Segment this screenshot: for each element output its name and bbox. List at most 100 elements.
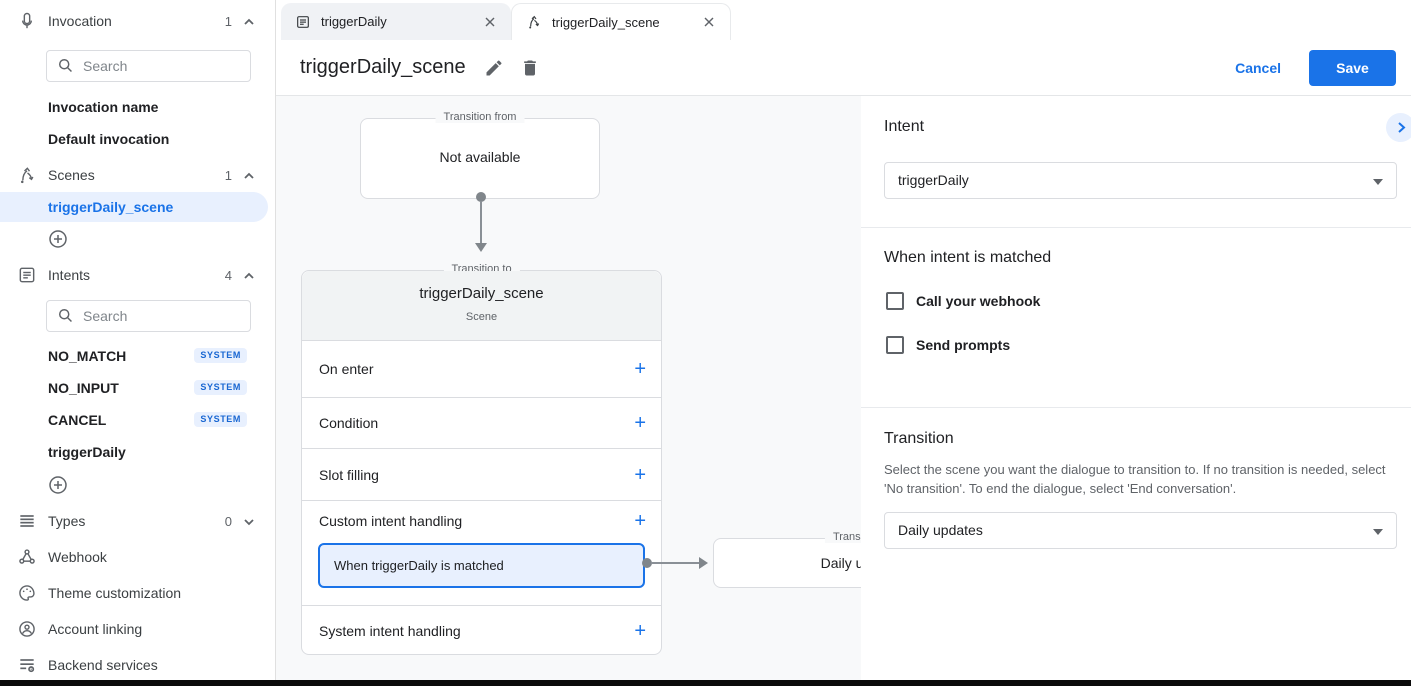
search-icon xyxy=(57,307,74,324)
sidebar-link-label: Backend services xyxy=(48,657,158,673)
add-system-intent-button[interactable]: + xyxy=(634,619,646,642)
intents-search-input[interactable] xyxy=(46,300,251,332)
transition-description: Select the scene you want the dialogue t… xyxy=(884,462,1386,496)
call-webhook-checkbox[interactable] xyxy=(886,292,904,310)
sidebar-item-triggerdaily-intent[interactable]: triggerDaily xyxy=(48,444,126,460)
sidebar-item-invocation-name[interactable]: Invocation name xyxy=(48,99,159,115)
chevron-right-icon xyxy=(1398,122,1406,133)
tab-label: triggerDaily_scene xyxy=(552,14,660,30)
system-badge: SYSTEM xyxy=(194,412,247,427)
connector-line-horizontal xyxy=(651,562,700,564)
chevron-up-icon[interactable] xyxy=(242,15,256,29)
sidebar-section-label: Types xyxy=(48,513,86,529)
intent-detail-panel: Intent triggerDaily When intent is match… xyxy=(861,96,1411,680)
sidebar-item-default-invocation[interactable]: Default invocation xyxy=(48,131,170,147)
tab-label: triggerDaily xyxy=(321,14,387,29)
transition-from-legend: Transition from xyxy=(435,111,525,123)
add-slot-filling-button[interactable]: + xyxy=(634,463,646,486)
tab-triggerdaily[interactable]: triggerDaily xyxy=(281,3,511,40)
sidebar-section-intents[interactable]: Intents 4 xyxy=(0,264,276,288)
destination-scene-box[interactable]: Transition to Daily updates xyxy=(713,531,861,588)
invocation-search-input[interactable] xyxy=(46,50,251,82)
sidebar-item-no-input[interactable]: NO_INPUT xyxy=(48,380,119,396)
checkbox-label: Call your webhook xyxy=(916,293,1041,309)
chevron-up-icon[interactable] xyxy=(242,269,256,283)
sidebar-section-count: 4 xyxy=(224,268,232,283)
selected-intent-handler[interactable]: When triggerDaily is matched xyxy=(318,543,645,588)
bottom-edge-bar xyxy=(0,680,1411,686)
arrow-right-icon xyxy=(699,557,708,569)
transition-from-box: Transition from Not available xyxy=(360,111,600,199)
close-icon[interactable] xyxy=(483,15,497,29)
sidebar-section-label: Invocation xyxy=(48,13,112,29)
system-badge: SYSTEM xyxy=(194,380,247,395)
connector-line-vertical xyxy=(480,201,482,244)
collapse-panel-button[interactable] xyxy=(1386,113,1411,142)
add-on-enter-button[interactable]: + xyxy=(634,358,646,380)
invocation-search xyxy=(46,50,251,82)
transition-select[interactable]: Daily updates xyxy=(884,512,1397,549)
tab-strip: triggerDaily triggerDaily_scene xyxy=(276,0,1411,40)
sidebar-item-theme-customization[interactable]: Theme customization xyxy=(0,582,276,606)
transition-heading: Transition xyxy=(884,430,954,447)
sidebar-item-webhook[interactable]: Webhook xyxy=(0,546,276,570)
when-intent-matched-heading: When intent is matched xyxy=(884,249,1052,266)
transition-from-content: Not available xyxy=(439,149,521,165)
palette-icon xyxy=(17,583,37,603)
send-prompts-checkbox[interactable] xyxy=(886,336,904,354)
chevron-down-icon[interactable] xyxy=(242,515,256,529)
connector-dot xyxy=(476,192,486,202)
scene-row-condition: Condition + xyxy=(302,397,661,448)
intent-list-icon xyxy=(17,265,37,285)
checkbox-label: Send prompts xyxy=(916,337,1011,353)
divider xyxy=(861,407,1411,408)
scene-row-system-intent-handling: System intent handling + xyxy=(302,605,661,655)
sidebar-item-account-linking[interactable]: Account linking xyxy=(0,618,276,642)
scene-card-subtitle: Scene xyxy=(465,311,498,323)
scene-row-on-enter: On enter + xyxy=(302,341,661,397)
sidebar-section-scenes[interactable]: Scenes 1 xyxy=(0,164,276,188)
page-title: triggerDaily_scene xyxy=(300,56,466,78)
intent-select[interactable]: triggerDaily xyxy=(884,162,1397,199)
intent-handler-label: When triggerDaily is matched xyxy=(334,558,504,573)
scene-flow-canvas[interactable]: Transition from Not available Transition… xyxy=(276,96,861,680)
delete-trash-icon[interactable] xyxy=(520,58,540,78)
system-badge: SYSTEM xyxy=(194,348,247,363)
connector-dot xyxy=(642,558,652,568)
chevron-up-icon[interactable] xyxy=(242,169,256,183)
add-scene-button[interactable] xyxy=(48,229,68,249)
scene-card-title: triggerDaily_scene xyxy=(419,285,544,302)
scene-row-label: System intent handling xyxy=(319,622,461,639)
cancel-button[interactable]: Cancel xyxy=(1235,59,1281,76)
sidebar-link-label: Theme customization xyxy=(48,585,182,601)
scene-row-label: On enter xyxy=(319,361,374,377)
tab-triggerdaily-scene[interactable]: triggerDaily_scene xyxy=(511,3,731,40)
destination-legend: Transition to xyxy=(824,531,861,543)
sidebar-section-invocation[interactable]: Invocation 1 xyxy=(0,10,276,34)
divider xyxy=(861,227,1411,228)
scene-row-custom-intent-handling: Custom intent handling + When triggerDai… xyxy=(302,500,661,605)
sidebar-section-count: 1 xyxy=(224,14,232,29)
arrow-down-icon xyxy=(475,243,487,252)
edit-pencil-icon[interactable] xyxy=(484,58,504,78)
add-custom-intent-button[interactable]: + xyxy=(634,510,646,532)
sidebar-item-cancel-intent[interactable]: CANCEL xyxy=(48,412,107,428)
add-condition-button[interactable]: + xyxy=(634,412,646,434)
save-button[interactable]: Save xyxy=(1309,49,1396,86)
sidebar: Invocation 1 Invocation name Default inv… xyxy=(0,0,276,680)
scene-item-label: triggerDaily_scene xyxy=(48,199,174,215)
sidebar-section-types[interactable]: Types 0 xyxy=(0,510,276,534)
sidebar-item-backend-services[interactable]: Backend services xyxy=(0,654,276,678)
backend-services-icon xyxy=(17,655,37,675)
scene-card-header: triggerDaily_scene Scene xyxy=(302,271,661,341)
intent-list-icon xyxy=(295,14,311,30)
sidebar-item-no-match[interactable]: NO_MATCH xyxy=(48,348,127,364)
scene-row-label: Slot filling xyxy=(319,466,379,483)
editor-header: triggerDaily_scene Cancel Save xyxy=(276,40,1411,96)
sidebar-item-triggerdaily-scene[interactable]: triggerDaily_scene xyxy=(0,192,268,222)
add-intent-button[interactable] xyxy=(48,475,68,495)
sidebar-section-label: Intents xyxy=(48,267,91,283)
destination-title: Daily updates xyxy=(820,555,861,571)
close-icon[interactable] xyxy=(702,15,716,29)
scene-row-label: Custom intent handling xyxy=(319,513,463,529)
